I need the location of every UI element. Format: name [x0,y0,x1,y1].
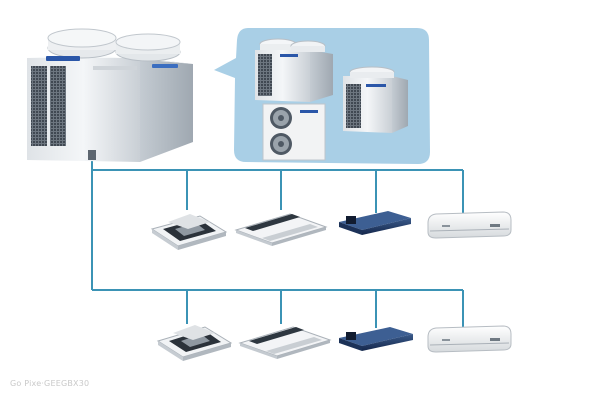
cassette-1way-icon [238,326,332,359]
wall-split-unit-icon [427,211,512,239]
cassette-4way-icon [150,214,228,250]
outdoor-unit-top-fan-icon [255,38,333,102]
indoor-row-2 [156,325,512,361]
outdoor-unit-twin-fan-icon [27,28,193,162]
ducted-unit-icon [339,211,411,235]
wall-split-unit-icon [427,325,512,353]
cassette-1way-icon [234,213,328,246]
outdoor-unit-side-fan-icon [262,103,326,161]
outdoor-unit-compact-icon [343,66,408,133]
indoor-row-1 [150,211,512,250]
refrigerant-piping [91,158,464,330]
ducted-unit-icon [339,327,413,351]
watermark: Go Pixe·GEEGBX30 [10,379,90,388]
cassette-4way-icon [156,325,233,361]
